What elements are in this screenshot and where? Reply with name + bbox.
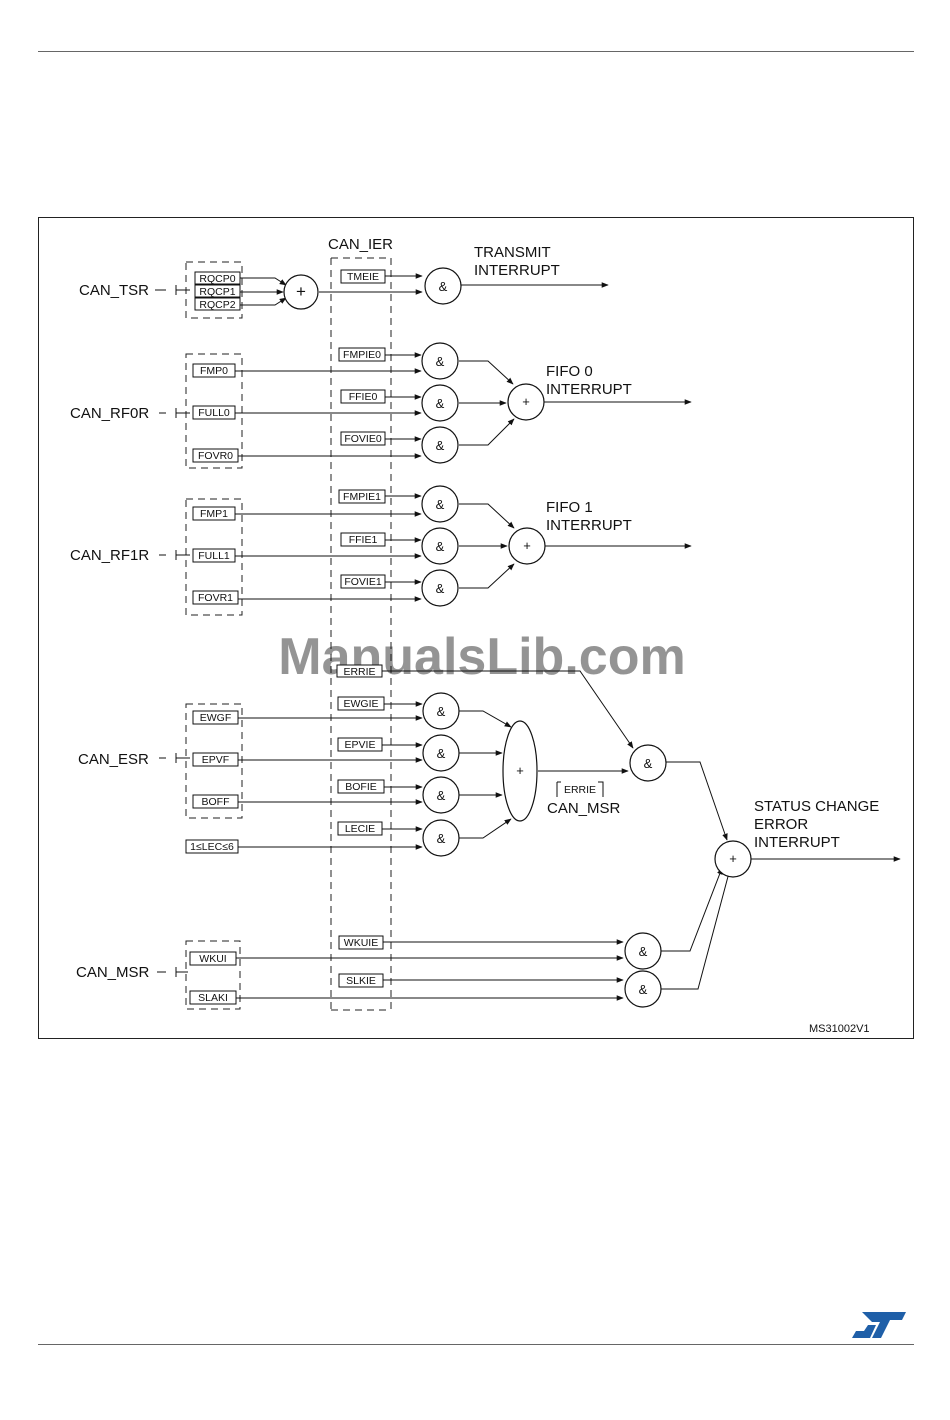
reg-ewgie: EWGIE: [343, 698, 378, 710]
and-symbol: &: [644, 756, 653, 771]
bottom-rule: [38, 1344, 914, 1345]
label-transmit: TRANSMIT: [474, 244, 551, 261]
can-rf0r-group: [185, 353, 243, 469]
and-symbol: &: [436, 539, 445, 554]
wires: [155, 273, 901, 1001]
and-symbol: &: [436, 438, 445, 453]
reg-rqcp2: RQCP2: [199, 299, 235, 311]
or-gate-esr: [502, 720, 538, 822]
reg-epvf: EPVF: [202, 754, 229, 766]
label-can-msr-errie: CAN_MSR: [547, 800, 621, 817]
reg-slaki: SLAKI: [198, 992, 228, 1004]
reg-rqcp1: RQCP1: [199, 286, 235, 298]
and-gate-lecie: [422, 819, 460, 857]
reg-ffie1: FFIE1: [349, 534, 378, 546]
gates: [283, 267, 752, 1008]
reg-boff: BOFF: [202, 796, 230, 808]
reg-slkie: SLKIE: [346, 975, 376, 987]
and-symbol: &: [437, 704, 446, 719]
and-gate-fovie1: [421, 569, 459, 607]
can-ier-group: [330, 257, 392, 1011]
reg-lec: 1≤LEC≤6: [190, 841, 234, 853]
label-fifo1-interrupt: INTERRUPT: [546, 517, 632, 534]
or-symbol: +: [296, 282, 306, 301]
and-symbol: &: [437, 746, 446, 761]
reg-full0: FULL0: [198, 407, 230, 419]
top-rule: [38, 51, 914, 52]
and-gate-wkuie: [624, 932, 662, 970]
reg-errie-ier: ERRIE: [343, 666, 375, 678]
label-status-change: STATUS CHANGE: [754, 798, 879, 815]
or-symbol: +: [522, 394, 530, 409]
and-symbol: &: [437, 788, 446, 803]
and-gate-errie: [629, 744, 667, 782]
label-fifo0-interrupt: INTERRUPT: [546, 381, 632, 398]
or-symbol: +: [523, 538, 531, 553]
and-gate-ewgie: [422, 692, 460, 730]
reg-epvie: EPVIE: [345, 739, 376, 751]
and-symbol: &: [439, 279, 448, 294]
label-can-rf1r: CAN_RF1R: [70, 547, 149, 564]
can-rf1r-group: [185, 498, 243, 616]
label-can-tsr: CAN_TSR: [79, 282, 149, 299]
reg-wkuie: WKUIE: [344, 937, 378, 949]
reg-fmp1: FMP1: [200, 508, 228, 520]
reg-ffie0: FFIE0: [349, 391, 378, 403]
reg-fovr0: FOVR0: [198, 450, 233, 462]
label-status-interrupt: INTERRUPT: [754, 834, 840, 851]
reg-fmp0: FMP0: [200, 365, 228, 377]
and-symbol: &: [639, 944, 648, 959]
can-esr-group: [185, 703, 243, 819]
and-symbol: &: [436, 497, 445, 512]
label-can-esr: CAN_ESR: [78, 751, 149, 768]
can-msr-group: [185, 940, 241, 1010]
and-gate-ffie1: [421, 527, 459, 565]
st-logo: [852, 1312, 906, 1338]
reg-ewgf: EWGF: [200, 712, 232, 724]
diagram-frame: [38, 217, 914, 1039]
and-symbol: &: [437, 831, 446, 846]
reg-fmpie0: FMPIE0: [343, 349, 381, 361]
reg-full1: FULL1: [198, 550, 230, 562]
and-gate-fovie0: [421, 426, 459, 464]
reg-tmeie: TMEIE: [347, 271, 379, 283]
and-gate-fmpie1: [421, 485, 459, 523]
and-symbol: &: [436, 581, 445, 596]
and-gate-ffie0: [421, 384, 459, 422]
reg-rqcp0: RQCP0: [199, 273, 235, 285]
and-symbol: &: [436, 396, 445, 411]
or-symbol: +: [729, 851, 737, 866]
label-can-msr: CAN_MSR: [76, 964, 150, 981]
and-gate-epvie: [422, 734, 460, 772]
and-symbol: &: [639, 982, 648, 997]
label-can-rf0r: CAN_RF0R: [70, 405, 149, 422]
or-gate-tsr: [283, 274, 319, 310]
reg-wkui: WKUI: [199, 953, 226, 965]
or-symbol: +: [516, 763, 524, 778]
figure-id: MS31002V1: [809, 1023, 870, 1035]
reg-errie-msr: ERRIE: [564, 784, 596, 796]
and-gate-bofie: [422, 776, 460, 814]
label-fifo1: FIFO 1: [546, 499, 593, 516]
register-boxes: [185, 269, 386, 1005]
reg-lecie: LECIE: [345, 823, 375, 835]
label-transmit-interrupt: INTERRUPT: [474, 262, 560, 279]
or-gate-status: [714, 840, 752, 878]
label-fifo0: FIFO 0: [546, 363, 593, 380]
label-can-ier: CAN_IER: [328, 236, 393, 253]
and-symbol: &: [436, 354, 445, 369]
reg-bofie: BOFIE: [345, 781, 377, 793]
reg-fovie0: FOVIE0: [344, 433, 382, 445]
and-gate-slkie: [624, 970, 662, 1008]
reg-fovie1: FOVIE1: [344, 576, 382, 588]
or-gate-fifo0: [507, 383, 545, 421]
and-gate-tmeie: [424, 267, 462, 305]
reg-fmpie1: FMPIE1: [343, 491, 381, 503]
reg-fovr1: FOVR1: [198, 592, 233, 604]
and-gate-fmpie0: [421, 342, 459, 380]
or-gate-fifo1: [508, 527, 546, 565]
label-error: ERROR: [754, 816, 808, 833]
